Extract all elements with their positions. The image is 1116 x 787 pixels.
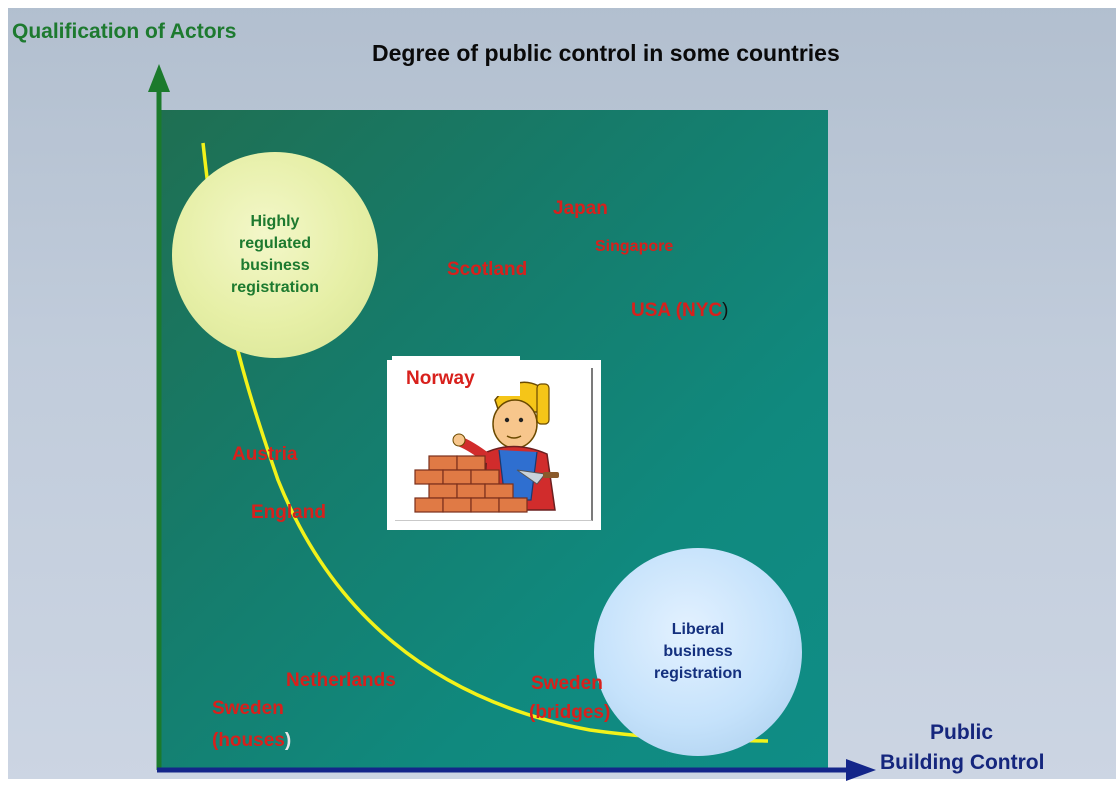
highly-regulated-circle: Highly regulated business registration: [172, 152, 378, 358]
circle-line: registration: [653, 665, 742, 682]
country-japan: Japan: [553, 198, 608, 219]
sweden-houses-paren: ): [284, 730, 292, 751]
country-sweden-bridges: Sweden: [531, 673, 603, 694]
liberal-circle: Liberal business registration: [594, 548, 802, 756]
circle-line: Highly: [250, 213, 300, 230]
country-netherlands: Netherlands: [286, 670, 396, 691]
circle-line: registration: [230, 279, 319, 296]
country-norway: Norway: [406, 368, 475, 389]
top-border: [0, 0, 1116, 8]
bottom-border: [0, 779, 1116, 787]
y-axis-label: Qualification of Actors: [12, 20, 237, 43]
x-axis-label-line1: Public: [930, 721, 994, 744]
slide-title: Degree of public control in some countri…: [372, 40, 840, 66]
country-sweden-houses-sub: (houses): [212, 730, 291, 752]
country-england: England: [251, 502, 326, 523]
norway-label-box: [392, 356, 520, 396]
country-scotland: Scotland: [447, 259, 528, 280]
circle-line: business: [663, 643, 733, 660]
country-usa-paren: ): [722, 300, 729, 321]
country-usa: USA (NYC): [631, 300, 728, 322]
circle-line: business: [240, 257, 310, 274]
circle-line: regulated: [238, 235, 311, 252]
country-austria: Austria: [232, 444, 298, 465]
x-axis-arrow-icon: [846, 759, 876, 781]
sweden-houses-label: (houses: [212, 730, 285, 751]
x-axis-label-line2: Building Control: [880, 751, 1045, 774]
country-singapore: Singapore: [595, 238, 674, 255]
country-sweden-bridges-sub: (bridges): [529, 702, 611, 723]
circle-line: Liberal: [671, 621, 725, 638]
country-sweden-houses: Sweden: [212, 698, 284, 719]
bricklayer-icon: [414, 381, 559, 513]
left-border: [0, 0, 8, 787]
x-axis-label: Public Building Control: [880, 718, 1044, 778]
country-usa-label: USA (NYC: [631, 300, 723, 321]
y-axis-arrow-icon: [148, 64, 170, 92]
